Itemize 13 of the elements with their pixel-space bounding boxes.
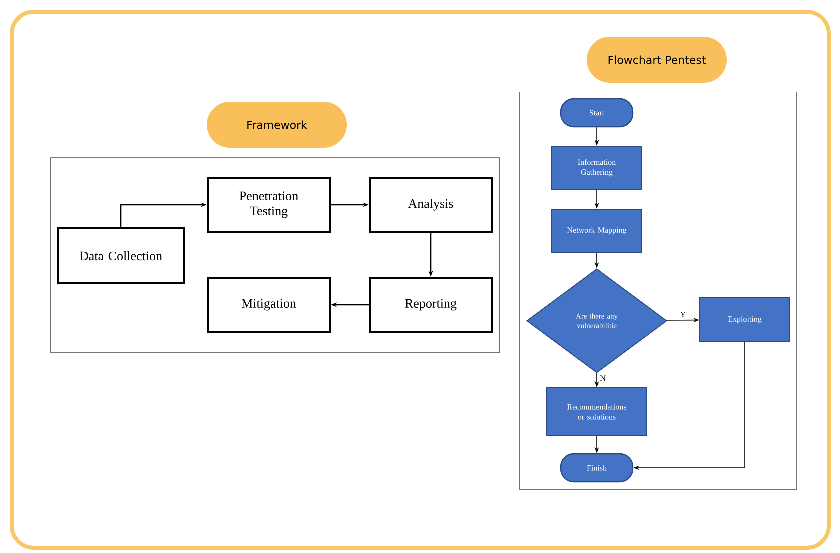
process-box: Analysis — [369, 177, 493, 233]
process-box: Recommendations or solutions — [546, 388, 648, 436]
process-box: Exploiting — [700, 298, 790, 342]
process-box: Penetration Testing — [207, 177, 331, 233]
process-box: Reporting — [369, 277, 493, 333]
terminal-pill: Finish — [560, 453, 634, 483]
heading-pill: Framework — [207, 102, 347, 148]
process-box: Information Gathering — [552, 146, 642, 190]
heading-pill: Flowchart Pentest — [587, 37, 727, 83]
process-box: Network Mapping — [552, 209, 642, 253]
process-box: Mitigation — [207, 277, 331, 333]
terminal-pill: Start — [560, 98, 634, 128]
process-box: Data Collection — [57, 228, 185, 284]
